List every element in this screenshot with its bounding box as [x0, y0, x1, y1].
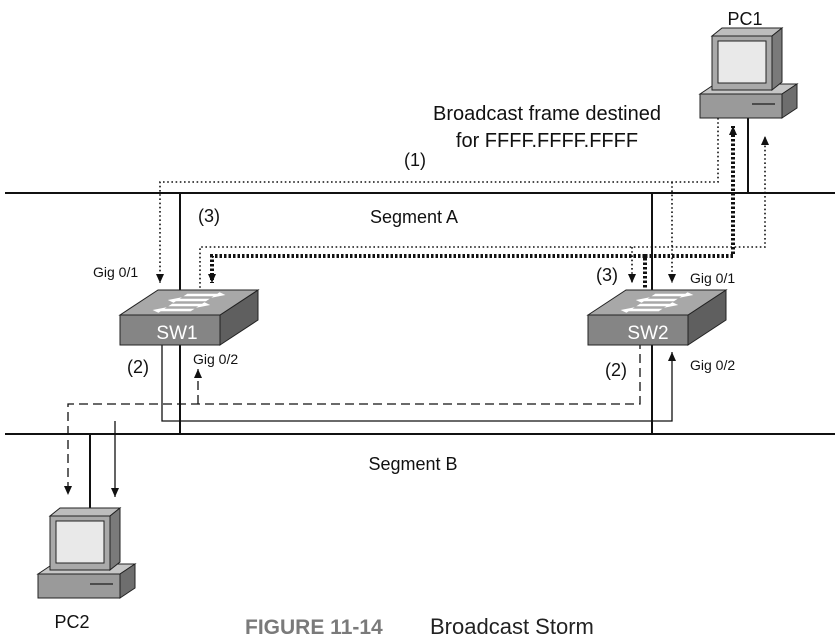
flow-2-sw2-to-pc2 [64, 340, 641, 495]
pc2-label: PC2 [54, 612, 89, 632]
cpu-front-face [37, 573, 121, 599]
step-1-label: (1) [404, 150, 426, 170]
switch-top-face [586, 289, 728, 316]
sw1-switch-icon: SW1 [118, 289, 260, 346]
cpu-front-face [699, 93, 783, 119]
step-2-sw2-label: (2) [605, 360, 627, 380]
segment-a-label: Segment A [370, 207, 458, 227]
sw2-gig02-label: Gig 0/2 [690, 357, 735, 373]
monitor-top-face [710, 27, 784, 37]
monitor-screen [55, 520, 105, 564]
cpu-side-face [781, 83, 798, 119]
switch-arrow-left-glyph [620, 307, 663, 313]
flow-3-sw2-to-sw1 [208, 254, 647, 292]
switch-arrow-right-glyph [168, 302, 211, 308]
sw1-gig01-label: Gig 0/1 [93, 264, 138, 280]
annotation-line-1: Broadcast frame destined [433, 103, 661, 125]
monitor-screen [717, 40, 767, 84]
sw2-label: SW2 [627, 323, 668, 344]
switch-top-face [118, 289, 260, 316]
figure-title: Broadcast Storm [430, 614, 594, 639]
step-2-sw1-label: (2) [127, 357, 149, 377]
annotation-line-2: for FFFF.FFFF.FFFF [456, 130, 638, 152]
cpu-side-face [119, 563, 136, 599]
segment-b-label: Segment B [368, 454, 457, 474]
monitor-side-face [109, 506, 121, 572]
switch-arrow-left-glyph [635, 297, 678, 303]
step-3-sw2-label: (3) [596, 265, 618, 285]
sw2-gig01-label: Gig 0/1 [690, 270, 735, 286]
switch-arrows-icon [152, 292, 226, 313]
flow-3-sw2-to-pc1 [645, 126, 737, 258]
monitor-top-face [48, 507, 122, 517]
flow-1-path-to-sw1 [156, 118, 719, 283]
sw1-label: SW1 [156, 323, 197, 344]
pc2-pc-icon [36, 506, 137, 599]
sw2-switch-icon: SW2 [586, 289, 728, 346]
flow-3-sw1-to-pc1 [199, 136, 769, 292]
pc1-pc-icon [698, 26, 799, 119]
pc1-label: PC1 [727, 9, 762, 29]
monitor-side-face [771, 26, 783, 92]
flow-2-sw1-to-sw2 [161, 340, 676, 422]
figure-number: FIGURE 11-14 [245, 616, 383, 639]
switch-arrows-icon [620, 292, 694, 313]
step-3-sw1-label: (3) [198, 206, 220, 226]
sw1-gig02-label: Gig 0/2 [193, 351, 238, 367]
switch-arrow-right-glyph [636, 302, 679, 308]
switch-arrow-left-glyph [152, 307, 195, 313]
switch-arrow-right-glyph [651, 292, 694, 298]
switch-arrow-left-glyph [167, 297, 210, 303]
switch-arrow-right-glyph [183, 292, 226, 298]
